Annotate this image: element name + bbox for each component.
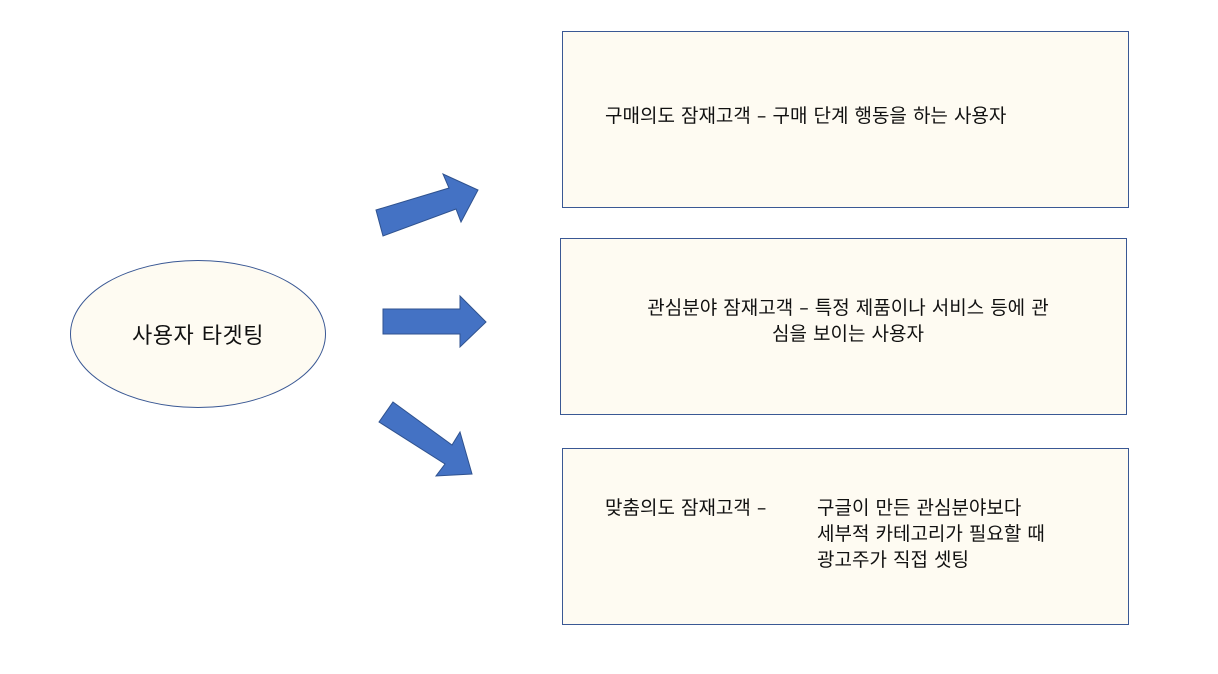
custom-intent-spacer-2 — [605, 547, 817, 573]
arrow-up-right — [375, 173, 479, 237]
arrow-right — [382, 294, 487, 349]
user-targeting-node: 사용자 타겟팅 — [70, 260, 326, 408]
purchase-intent-text: 구매의도 잠재고객 – 구매 단계 행동을 하는 사용자 — [605, 103, 1006, 129]
purchase-intent-box: 구매의도 잠재고객 – 구매 단계 행동을 하는 사용자 — [562, 31, 1129, 208]
user-targeting-label: 사용자 타겟팅 — [132, 324, 264, 349]
custom-intent-line-3: 광고주가 직접 셋팅 — [817, 549, 969, 571]
interest-text: 관심분야 잠재고객 – 특정 제품이나 서비스 등에 관 심을 보이는 사용자 — [603, 295, 1093, 347]
custom-intent-title: 맞춤의도 잠재고객 – — [605, 497, 767, 519]
custom-intent-box: 맞춤의도 잠재고객 – 구글이 만든 관심분야보다 세부적 카테고리가 필요할 … — [562, 448, 1129, 625]
custom-intent-text: 맞춤의도 잠재고객 – 구글이 만든 관심분야보다 세부적 카테고리가 필요할 … — [605, 495, 1045, 573]
custom-intent-spacer-1 — [605, 521, 817, 547]
interest-line-2: 심을 보이는 사용자 — [772, 323, 924, 345]
purchase-intent-line: 구매의도 잠재고객 – 구매 단계 행동을 하는 사용자 — [605, 105, 1007, 127]
custom-intent-line-2: 세부적 카테고리가 필요할 때 — [817, 523, 1045, 545]
arrow-down-right — [378, 401, 473, 477]
interest-box: 관심분야 잠재고객 – 특정 제품이나 서비스 등에 관 심을 보이는 사용자 — [560, 238, 1127, 415]
custom-intent-line-1: 구글이 만든 관심분야보다 — [817, 497, 1022, 519]
interest-line-1: 관심분야 잠재고객 – 특정 제품이나 서비스 등에 관 — [647, 297, 1049, 319]
